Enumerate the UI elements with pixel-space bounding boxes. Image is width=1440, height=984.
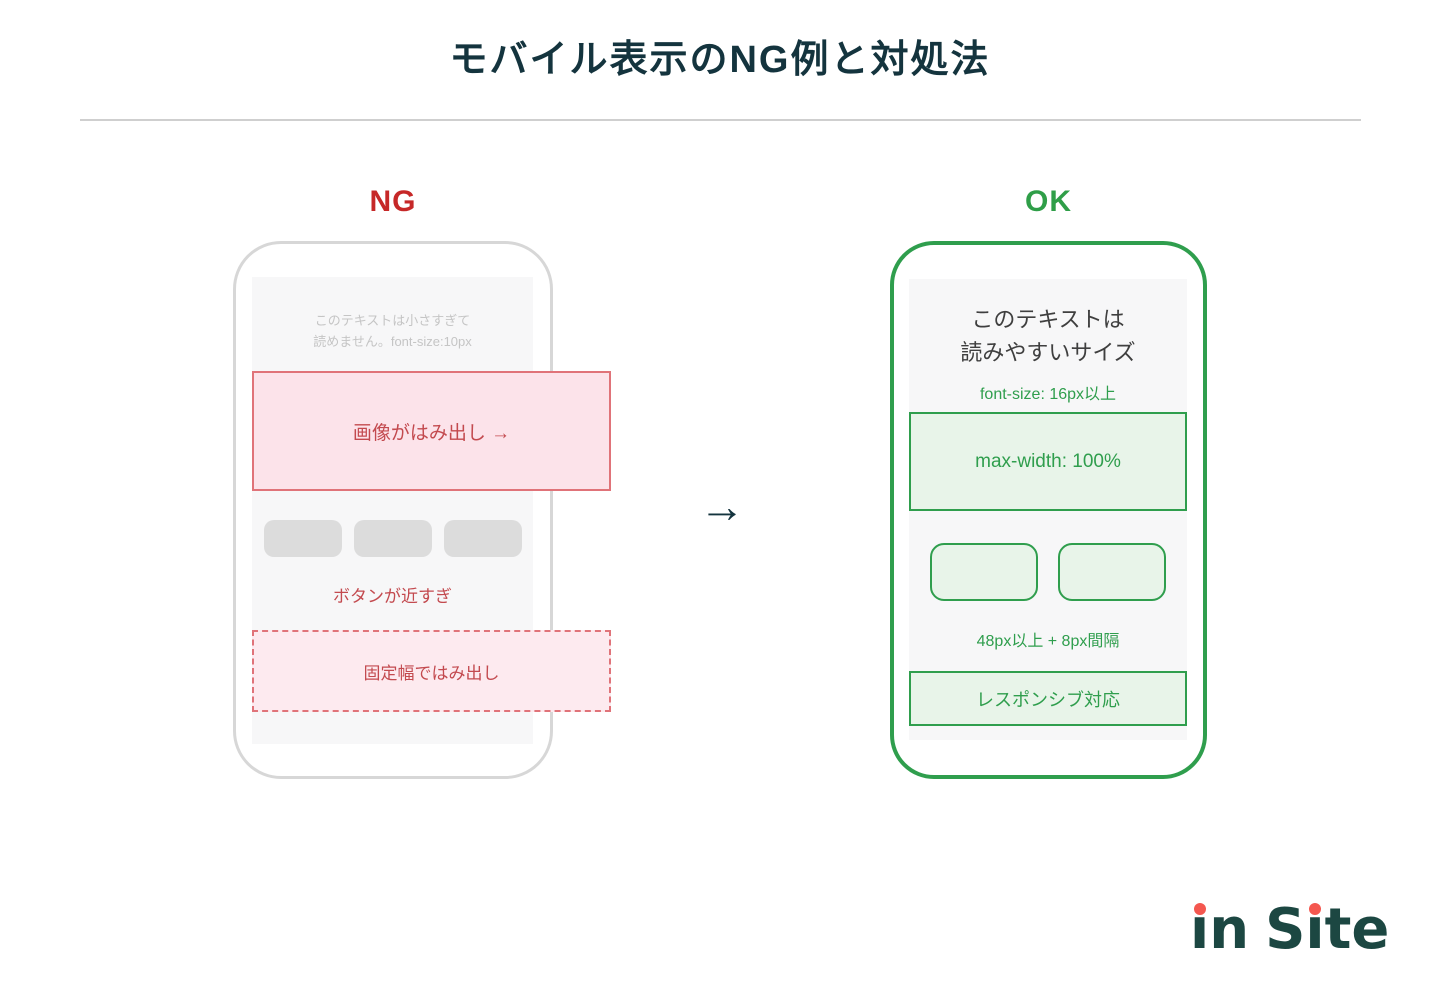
ng-label: NG: [369, 185, 417, 218]
ok-button-placeholder-2: [1058, 543, 1166, 601]
ng-fixed-width-label: 固定幅ではみ出し: [363, 663, 500, 683]
ng-small-text-line2: 読めません。font-size:10px: [313, 334, 472, 349]
ok-label: OK: [1025, 185, 1072, 218]
ng-small-text-line1: このテキストは小さすぎて: [314, 313, 471, 328]
ok-max-width-label: max-width: 100%: [975, 450, 1121, 472]
ok-responsive-label: レスポンシブ対応: [976, 689, 1120, 710]
ok-heading-line2: 読みやすいサイズ: [960, 340, 1136, 365]
ng-image-overflow-label: 画像がはみ出し →: [352, 422, 511, 444]
ok-font-size-note: font-size: 16px以上: [979, 386, 1117, 403]
ok-heading: このテキストは 読みやすいサイズ: [909, 303, 1187, 369]
title-divider: [80, 119, 1361, 121]
ng-small-text: このテキストは小さすぎて 読めません。font-size:10px: [252, 310, 533, 352]
ng-phone-mockup: このテキストは小さすぎて 読めません。font-size:10px 画像がはみ出…: [233, 241, 611, 779]
logo-dot-icon: [1193, 903, 1206, 915]
transition-arrow-icon: →: [699, 480, 745, 532]
ng-button-placeholder-1: [263, 520, 342, 557]
ok-buttons-note: 48px以上 + 8px間隔: [976, 633, 1120, 650]
ng-fixed-width-box: 固定幅ではみ出し: [252, 630, 611, 712]
ok-button-placeholder-1: [930, 543, 1038, 601]
ng-button-placeholder-2: [353, 520, 432, 557]
ng-button-placeholder-3: [443, 520, 522, 557]
ok-phone-mockup: このテキストは 読みやすいサイズ font-size: 16px以上 max-w…: [890, 241, 1207, 779]
ng-buttons-row: [252, 520, 533, 557]
logo-dot-icon: [1309, 903, 1322, 915]
ok-heading-line1: このテキストは: [971, 307, 1125, 332]
ok-max-width-box: max-width: 100%: [909, 412, 1187, 511]
ok-responsive-box: レスポンシブ対応: [909, 671, 1187, 726]
ok-buttons-row: [909, 543, 1187, 601]
ng-image-overflow-box: 画像がはみ出し →: [252, 371, 611, 491]
ng-buttons-note: ボタンが近すぎ: [333, 587, 452, 606]
page-title: モバイル表示のNG例と対処法: [449, 39, 991, 81]
